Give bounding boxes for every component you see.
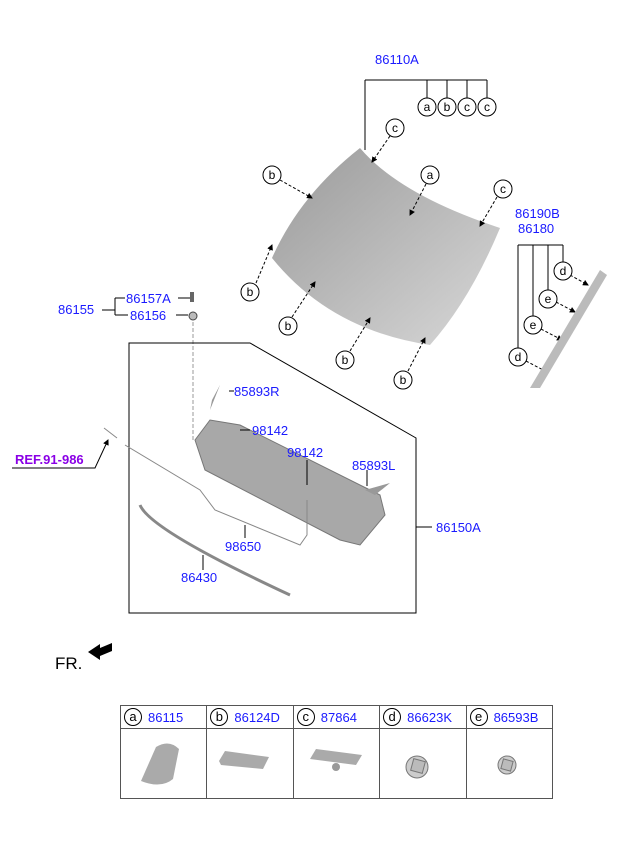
- legend-letter: d: [383, 708, 402, 726]
- svg-text:e: e: [530, 318, 537, 332]
- svg-text:b: b: [247, 285, 254, 299]
- part-85893L[interactable]: 85893L: [352, 458, 396, 473]
- svg-text:c: c: [500, 182, 506, 196]
- part-e-image: [497, 755, 517, 775]
- callout-a: a: [424, 100, 431, 114]
- part-86430[interactable]: 86430: [181, 570, 218, 585]
- svg-text:b: b: [342, 353, 349, 367]
- legend-part[interactable]: 86593B: [493, 709, 539, 725]
- legend-letter: a: [124, 708, 142, 726]
- svg-text:b: b: [285, 319, 292, 333]
- ref-link[interactable]: REF.91-986: [15, 452, 84, 467]
- legend-letter: c: [296, 708, 315, 726]
- part-b-image: [219, 751, 270, 769]
- legend-part[interactable]: 86115: [148, 709, 184, 725]
- front-label: FR.: [55, 654, 83, 673]
- svg-text:b: b: [269, 168, 276, 182]
- legend-part[interactable]: 86623K: [407, 709, 452, 725]
- part-c-image: [309, 749, 362, 771]
- svg-text:a: a: [427, 168, 434, 182]
- svg-text:e: e: [545, 292, 552, 306]
- part-86190B[interactable]: 86190B: [515, 206, 560, 221]
- legend-part[interactable]: 87864: [320, 709, 357, 725]
- part-98142-b[interactable]: 98142: [287, 445, 324, 460]
- svg-text:b: b: [444, 100, 451, 114]
- legend-table: a 86115 b 86124D c 87864 d 86623K e 86593B: [119, 705, 554, 799]
- part-a-image: [141, 743, 179, 785]
- windshield-glass: [272, 148, 500, 345]
- seal-strip: [138, 504, 291, 597]
- part-86110A[interactable]: 86110A: [375, 52, 419, 67]
- svg-text:c: c: [392, 121, 398, 135]
- svg-text:c: c: [484, 100, 490, 114]
- svg-text:d: d: [560, 264, 567, 278]
- part-85893R[interactable]: 85893R: [234, 384, 280, 399]
- legend-letter: e: [469, 708, 488, 726]
- legend-part[interactable]: 86124D: [234, 709, 280, 725]
- svg-text:d: d: [515, 350, 522, 364]
- part-86150A[interactable]: 86150A: [436, 520, 481, 535]
- front-arrow-icon: [88, 643, 112, 660]
- windshield-molding: [530, 270, 607, 388]
- part-98142-a[interactable]: 98142: [252, 423, 289, 438]
- svg-text:c: c: [464, 100, 470, 114]
- part-86180[interactable]: 86180: [518, 221, 555, 236]
- part-98650[interactable]: 98650: [225, 539, 262, 554]
- svg-text:b: b: [400, 373, 407, 387]
- legend-letter: b: [210, 708, 229, 726]
- cowl-panel: [194, 419, 386, 546]
- part-86157A[interactable]: 86157A: [126, 291, 171, 306]
- part-86155[interactable]: 86155: [58, 302, 95, 317]
- part-86156[interactable]: 86156: [130, 308, 167, 323]
- part-d-image: [405, 755, 429, 779]
